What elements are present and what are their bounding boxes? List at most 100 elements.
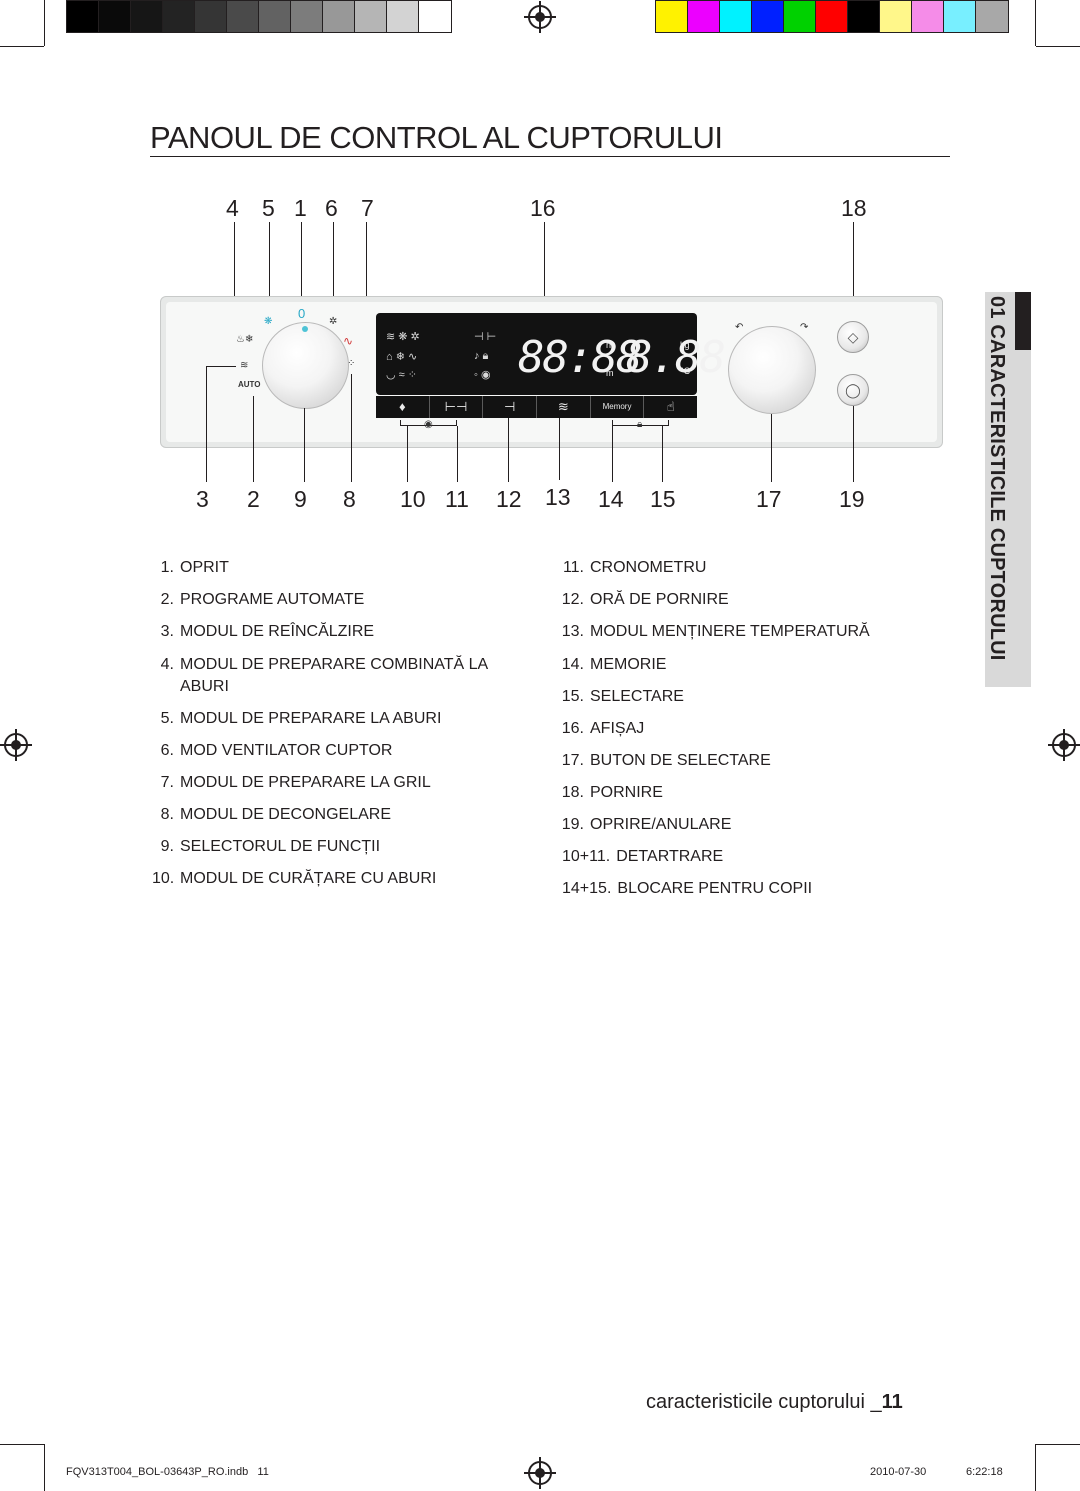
function-selector-knob[interactable] xyxy=(262,322,349,409)
select-button[interactable]: ☝ xyxy=(666,399,675,414)
side-tab-label: 01 CARACTERISTICILE CUPTORULUI xyxy=(986,296,1008,661)
color-swatch xyxy=(259,1,291,32)
page-number: 11 xyxy=(881,1391,903,1413)
touch-button-bar: ♦ ⊢⊣ ⊣ ≋ Memory ☝ xyxy=(376,396,697,418)
color-swatch xyxy=(355,1,387,32)
legend-item: 14+15.BLOCARE PENTRU COPII xyxy=(562,880,812,898)
color-swatch xyxy=(387,1,419,32)
bracket xyxy=(668,420,669,426)
legend-item: 13.MODUL MENȚINERE TEMPERATURĂ xyxy=(556,623,870,641)
crop-mark xyxy=(1035,1444,1036,1491)
callout-3: 3 xyxy=(196,486,209,512)
leader-line xyxy=(269,222,270,318)
stop-cancel-button[interactable]: ◯ xyxy=(837,374,869,406)
legend-text: MODUL DE PREPARARE COMBINATĂ LA xyxy=(180,656,489,673)
color-swatch xyxy=(323,1,355,32)
defrost-icon: ⁘ xyxy=(347,358,356,369)
legend-number: 10+11. xyxy=(562,848,611,865)
leader-line xyxy=(457,426,458,482)
bracket xyxy=(612,425,669,426)
legend-item: 15.SELECTARE xyxy=(556,688,684,706)
dial-plus-icon: ↷ xyxy=(800,322,809,333)
legend-item: 10.MODUL DE CURĂȚARE CU ABURI xyxy=(152,870,436,888)
reheat-icon: ≋ xyxy=(240,360,249,371)
color-swatch xyxy=(131,1,163,32)
callout-14: 14 xyxy=(598,486,624,512)
legend-item: 9. SELECTORUL DE FUNCȚII xyxy=(152,838,380,856)
crop-mark xyxy=(1036,1444,1080,1445)
start-time-button[interactable]: ⊣ xyxy=(483,396,538,418)
legend-item: 16.AFIȘAJ xyxy=(556,720,644,738)
legend-number: 4. xyxy=(160,656,174,673)
legend-text: ABURI xyxy=(180,678,229,695)
color-swatch xyxy=(880,1,912,32)
display-unit-kg: kg xyxy=(680,340,690,350)
legend-number: 1. xyxy=(160,559,174,576)
legend-number: 3. xyxy=(160,623,174,640)
crop-mark xyxy=(44,1444,45,1491)
leader-line xyxy=(206,366,236,367)
legend-number: 2. xyxy=(160,591,174,608)
dial-minus-icon: ↶ xyxy=(735,322,744,333)
color-swatch xyxy=(848,1,880,32)
leader-line xyxy=(351,374,352,482)
display-unit-m: m xyxy=(606,368,614,378)
callout-17: 17 xyxy=(756,486,782,512)
color-swatch xyxy=(419,1,451,32)
legend-number: 9. xyxy=(160,838,174,855)
legend-text: PORNIRE xyxy=(590,784,663,801)
legend-text: DETARTRARE xyxy=(616,848,724,865)
legend-text: MEMORIE xyxy=(590,656,667,673)
crop-mark xyxy=(0,46,44,47)
memory-button[interactable]: Memory xyxy=(591,396,645,418)
cleaning-button[interactable]: ♦ xyxy=(376,396,430,418)
start-button[interactable]: ◇ xyxy=(837,321,869,353)
keep-warm-button[interactable]: ≋ xyxy=(537,396,591,418)
leader-line xyxy=(206,366,207,482)
selection-dial[interactable] xyxy=(728,326,816,414)
legend-item: 8.MODUL DE DECONGELARE xyxy=(152,806,391,824)
legend-number: 14+15. xyxy=(562,880,612,897)
legend-number: 17. xyxy=(561,752,584,769)
legend-item: 12.ORĂ DE PORNIRE xyxy=(556,591,729,609)
callout-9: 9 xyxy=(294,486,307,512)
callout-7: 7 xyxy=(361,195,374,221)
side-tab-marker xyxy=(1015,292,1031,350)
crop-mark xyxy=(1035,0,1036,46)
leader-line xyxy=(771,414,772,482)
legend-number: 8. xyxy=(160,806,174,823)
steam-icon: ❋ xyxy=(264,316,273,327)
legend-item: 1.OPRIT xyxy=(152,559,229,577)
bracket xyxy=(612,420,613,426)
color-swatch xyxy=(195,1,227,32)
display-mode-icon: ≋ ❋ ✲ xyxy=(386,331,420,343)
color-swatch xyxy=(784,1,816,32)
callout-5: 5 xyxy=(262,195,275,221)
leader-line xyxy=(253,396,254,482)
registration-mark-icon xyxy=(524,1457,556,1489)
imprint-date: 2010-07-30 xyxy=(870,1466,927,1478)
color-swatch xyxy=(944,1,976,32)
display-status-icon: ♪ 🔒︎ xyxy=(474,350,489,362)
bracket xyxy=(400,420,401,426)
timer-button[interactable]: ⊢⊣ xyxy=(430,396,484,418)
legend-item: 4. MODUL DE PREPARARE COMBINATĂ LA xyxy=(152,656,489,674)
leader-line xyxy=(407,426,408,482)
callout-1: 1 xyxy=(294,195,307,221)
lock-icon: 🔒︎ xyxy=(637,419,643,430)
display-mode-icon: ◡ ≈ ⁘ xyxy=(386,369,417,381)
display-unit-h: h xyxy=(606,340,612,350)
display-status-icon: ⊣ ⊢ xyxy=(474,331,497,343)
registration-mark-icon xyxy=(524,1,556,33)
display-weight: 8.88 xyxy=(626,332,726,383)
display-status-icon: ◦ ◉ xyxy=(474,369,491,381)
legend-number: 14. xyxy=(561,656,584,673)
leader-line xyxy=(301,222,302,306)
legend-number: 6. xyxy=(160,742,174,759)
legend-item: 6.MOD VENTILATOR CUPTOR xyxy=(152,742,393,760)
color-swatch xyxy=(720,1,752,32)
leader-line xyxy=(304,408,305,482)
legend-text: SELECTORUL DE FUNCȚII xyxy=(180,838,381,855)
crop-mark xyxy=(44,0,45,46)
legend-item: 18.PORNIRE xyxy=(556,784,663,802)
